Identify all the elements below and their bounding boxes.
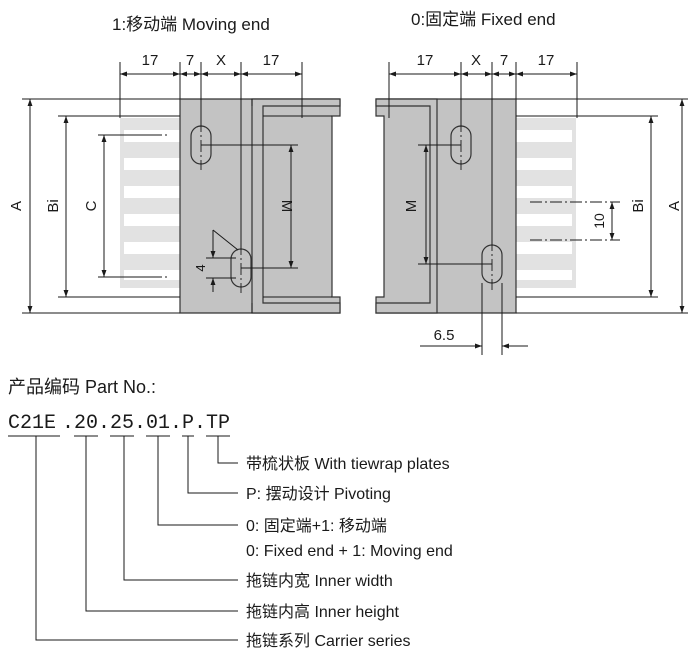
fixed-end-bracket bbox=[375, 98, 517, 314]
code-tiewrap: TP bbox=[206, 412, 230, 435]
dim-6-5: 6.5 bbox=[434, 327, 455, 344]
moving-end-dimensions bbox=[22, 62, 303, 314]
code-pivot: P bbox=[182, 412, 194, 435]
code-end-type: 01 bbox=[146, 412, 170, 435]
tiewrap-comb-right bbox=[516, 118, 576, 288]
dim-4-left: 4 bbox=[193, 264, 208, 271]
dim-bi-right: Bi bbox=[630, 199, 647, 212]
dim-bi-left: Bi bbox=[45, 199, 62, 212]
dim-17-left-a: 17 bbox=[142, 52, 159, 69]
dim-10-right: 10 bbox=[591, 213, 607, 229]
code-height: 20 bbox=[74, 412, 98, 435]
code-dot: . bbox=[170, 412, 182, 435]
dim-7-left: 7 bbox=[186, 52, 194, 69]
dim-m-right: M bbox=[403, 200, 420, 213]
legend-leaders bbox=[35, 436, 238, 641]
fixed-end-dimensions bbox=[388, 62, 688, 355]
dim-17-left-b: 17 bbox=[263, 52, 280, 69]
moving-end-title: 1:移动端 Moving end bbox=[112, 15, 270, 34]
code-dot: . bbox=[98, 412, 110, 435]
legend-pivot: P: 摆动设计 Pivoting bbox=[246, 485, 391, 503]
dim-x-left: X bbox=[216, 52, 226, 69]
part-no-heading: 产品编码 Part No.: bbox=[8, 377, 156, 397]
dim-m-left: M bbox=[278, 200, 295, 213]
fixed-end-title: 0:固定端 Fixed end bbox=[411, 10, 556, 29]
dim-a-left: A bbox=[8, 201, 25, 211]
dim-17-right-b: 17 bbox=[538, 52, 555, 69]
legend-tiewrap: 带梳状板 With tiewrap plates bbox=[246, 455, 450, 473]
code-dot: . bbox=[194, 412, 206, 435]
moving-end-view bbox=[120, 98, 341, 314]
code-dot: . bbox=[62, 412, 74, 435]
dim-x-right: X bbox=[471, 52, 481, 69]
legend-end-type-cn: 0: 固定端+1: 移动端 bbox=[246, 517, 387, 535]
dim-a-right: A bbox=[666, 201, 683, 211]
legend-end-type-en: 0: Fixed end + 1: Moving end bbox=[246, 543, 453, 560]
dim-17-right-a: 17 bbox=[417, 52, 434, 69]
code-dot: . bbox=[134, 412, 146, 435]
dim-7-right: 7 bbox=[500, 52, 508, 69]
fixed-end-view bbox=[375, 98, 576, 314]
code-width: 25 bbox=[110, 412, 134, 435]
tiewrap-comb-left bbox=[120, 118, 180, 288]
dim-c-left: C bbox=[83, 200, 100, 211]
legend-inner-height: 拖链内高 Inner height bbox=[246, 603, 400, 621]
legend-carrier-series: 拖链系列 Carrier series bbox=[246, 632, 410, 650]
legend-inner-width: 拖链内宽 Inner width bbox=[246, 572, 393, 590]
part-no-code: C21E . 20 . 25 . 01 . P . TP bbox=[8, 412, 230, 435]
code-series: C21E bbox=[8, 412, 56, 435]
